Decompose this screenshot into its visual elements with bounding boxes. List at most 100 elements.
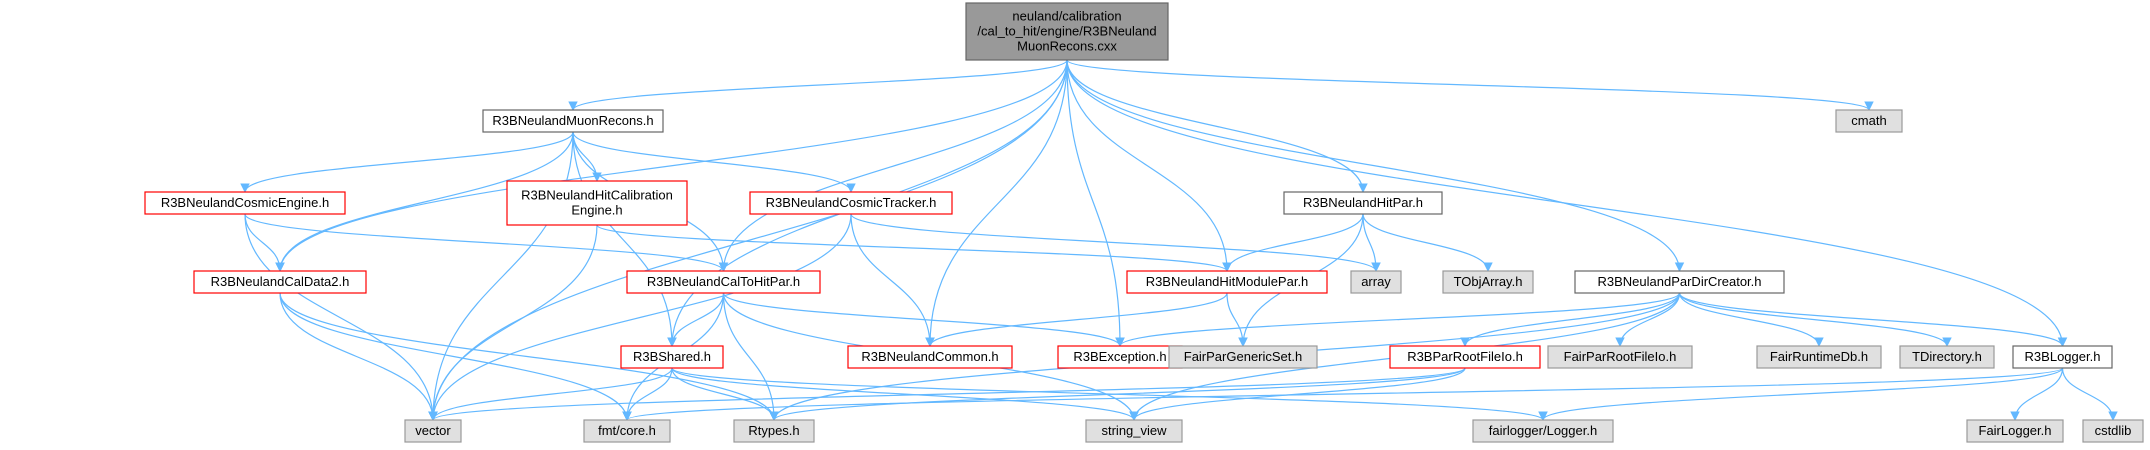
node-box-tdirectory[interactable] — [1899, 345, 1995, 369]
edge-hitmodulepar-to-neulandcommon — [925, 292, 1228, 347]
node-label-root: /cal_to_hit/engine/R3BNeuland — [977, 24, 1156, 39]
node-box-shared[interactable] — [620, 345, 724, 369]
node-cmath[interactable]: cmath — [1835, 109, 1903, 133]
edge-root-to-exception — [1066, 59, 1125, 347]
node-box-tobjarray[interactable] — [1442, 270, 1534, 294]
node-label-fairlogger: FairLogger.h — [1979, 423, 2052, 438]
edge-hitpar-to-tobjarray — [1362, 213, 1493, 272]
edge-pardircreator-to-tdirectory — [1678, 292, 1952, 347]
node-box-root[interactable] — [965, 2, 1169, 61]
node-box-fairlogger[interactable] — [1966, 419, 2064, 443]
edge-root-to-hitpar — [1066, 59, 1368, 193]
edge-parrootfileio-to-vector — [428, 367, 1466, 421]
node-cosmicengine[interactable]: R3BNeulandCosmicEngine.h — [144, 191, 346, 215]
edge-root-to-caldata2 — [275, 59, 1068, 272]
node-box-vector[interactable] — [404, 419, 462, 443]
node-box-neulandcommon[interactable] — [847, 345, 1013, 369]
edges-layer — [240, 59, 2118, 421]
edge-caltohitpar-to-rtypes — [722, 292, 779, 421]
node-fairloggerlogger[interactable]: fairlogger/Logger.h — [1472, 419, 1614, 443]
node-neulandcommon[interactable]: R3BNeulandCommon.h — [847, 345, 1013, 369]
node-label-hitmodulepar: R3BNeulandHitModulePar.h — [1146, 274, 1309, 289]
node-box-fairparrootfileio[interactable] — [1547, 345, 1693, 369]
node-box-hitcalib[interactable] — [506, 180, 688, 226]
node-box-cstdlib[interactable] — [2082, 419, 2144, 443]
nodes-layer: neuland/calibration/cal_to_hit/engine/R3… — [144, 2, 2144, 443]
node-cosmictracker[interactable]: R3BNeulandCosmicTracker.h — [749, 191, 953, 215]
node-vector[interactable]: vector — [404, 419, 462, 443]
edge-caltohitpar-to-exception — [722, 292, 1125, 347]
node-hitpar[interactable]: R3BNeulandHitPar.h — [1283, 191, 1443, 215]
node-fmtcore[interactable]: fmt/core.h — [583, 419, 671, 443]
node-label-stringview: string_view — [1101, 423, 1167, 438]
node-cstdlib[interactable]: cstdlib — [2082, 419, 2144, 443]
node-fairruntimedb[interactable]: FairRuntimeDb.h — [1756, 345, 1882, 369]
edge-hitcalib-to-hitmodulepar — [596, 224, 1232, 272]
edge-hitmodulepar-to-fairpargenericset — [1226, 292, 1248, 347]
node-rtypes[interactable]: Rtypes.h — [733, 419, 815, 443]
edge-root-to-muonrecons — [568, 59, 1068, 111]
edge-muonrecons-to-caldata2 — [275, 131, 574, 272]
node-box-stringview[interactable] — [1085, 419, 1183, 443]
node-caldata2[interactable]: R3BNeulandCalData2.h — [193, 270, 367, 294]
node-label-root: neuland/calibration — [1012, 9, 1121, 24]
edge-root-to-pardircreator — [1066, 59, 1685, 272]
edge-parrootfileio-to-stringview — [1129, 367, 1466, 421]
node-array[interactable]: array — [1350, 270, 1402, 294]
node-tdirectory[interactable]: TDirectory.h — [1899, 345, 1995, 369]
node-pardircreator[interactable]: R3BNeulandParDirCreator.h — [1574, 270, 1785, 294]
node-label-parrootfileio: R3BParRootFileIo.h — [1407, 349, 1523, 364]
node-label-cosmictracker: R3BNeulandCosmicTracker.h — [766, 195, 937, 210]
node-label-fairpargenericset: FairParGenericSet.h — [1184, 349, 1303, 364]
node-parrootfileio[interactable]: R3BParRootFileIo.h — [1389, 345, 1541, 369]
node-caltohitpar[interactable]: R3BNeulandCalToHitPar.h — [626, 270, 821, 294]
node-muonrecons[interactable]: R3BNeulandMuonRecons.h — [482, 109, 664, 133]
node-box-cosmictracker[interactable] — [749, 191, 953, 215]
node-box-hitmodulepar[interactable] — [1126, 270, 1328, 294]
node-box-logger[interactable] — [2012, 345, 2113, 369]
edge-root-to-cmath — [1066, 59, 1874, 111]
node-label-hitcalib: Engine.h — [571, 203, 622, 218]
node-box-fairruntimedb[interactable] — [1756, 345, 1882, 369]
node-label-array: array — [1361, 274, 1391, 289]
node-box-fmtcore[interactable] — [583, 419, 671, 443]
node-fairpargenericset[interactable]: FairParGenericSet.h — [1168, 345, 1318, 369]
edge-caltohitpar-to-shared — [667, 292, 725, 347]
node-box-cmath[interactable] — [1835, 109, 1903, 133]
node-box-pardircreator[interactable] — [1574, 270, 1785, 294]
node-box-caldata2[interactable] — [193, 270, 367, 294]
node-stringview[interactable]: string_view — [1085, 419, 1183, 443]
node-logger[interactable]: R3BLogger.h — [2012, 345, 2113, 369]
node-box-cosmicengine[interactable] — [144, 191, 346, 215]
node-label-exception: R3BException.h — [1073, 349, 1166, 364]
node-box-fairloggerlogger[interactable] — [1472, 419, 1614, 443]
node-shared[interactable]: R3BShared.h — [620, 345, 724, 369]
edge-hitcalib-to-vector — [428, 224, 598, 421]
node-label-neulandcommon: R3BNeulandCommon.h — [861, 349, 998, 364]
node-tobjarray[interactable]: TObjArray.h — [1442, 270, 1534, 294]
node-box-caltohitpar[interactable] — [626, 270, 821, 294]
node-label-pardircreator: R3BNeulandParDirCreator.h — [1597, 274, 1761, 289]
node-box-rtypes[interactable] — [733, 419, 815, 443]
node-box-muonrecons[interactable] — [482, 109, 664, 133]
node-hitmodulepar[interactable]: R3BNeulandHitModulePar.h — [1126, 270, 1328, 294]
node-box-fairpargenericset[interactable] — [1168, 345, 1318, 369]
node-exception[interactable]: R3BException.h — [1057, 345, 1183, 369]
node-root[interactable]: neuland/calibration/cal_to_hit/engine/R3… — [965, 2, 1169, 61]
edge-pardircreator-to-exception — [1115, 292, 1681, 347]
node-label-root: MuonRecons.cxx — [1017, 39, 1117, 54]
node-box-hitpar[interactable] — [1283, 191, 1443, 215]
node-box-parrootfileio[interactable] — [1389, 345, 1541, 369]
edge-cosmictracker-to-array — [850, 213, 1381, 272]
node-fairparrootfileio[interactable]: FairParRootFileIo.h — [1547, 345, 1693, 369]
edge-cosmictracker-to-vector — [428, 213, 852, 421]
node-label-cmath: cmath — [1851, 113, 1886, 128]
node-label-shared: R3BShared.h — [633, 349, 711, 364]
edge-logger-to-fairloggerlogger — [1538, 367, 2064, 421]
node-label-hitpar: R3BNeulandHitPar.h — [1303, 195, 1423, 210]
node-fairlogger[interactable]: FairLogger.h — [1966, 419, 2064, 443]
node-label-muonrecons: R3BNeulandMuonRecons.h — [492, 113, 653, 128]
node-box-array[interactable] — [1350, 270, 1402, 294]
edge-logger-to-cstdlib — [2061, 367, 2118, 421]
